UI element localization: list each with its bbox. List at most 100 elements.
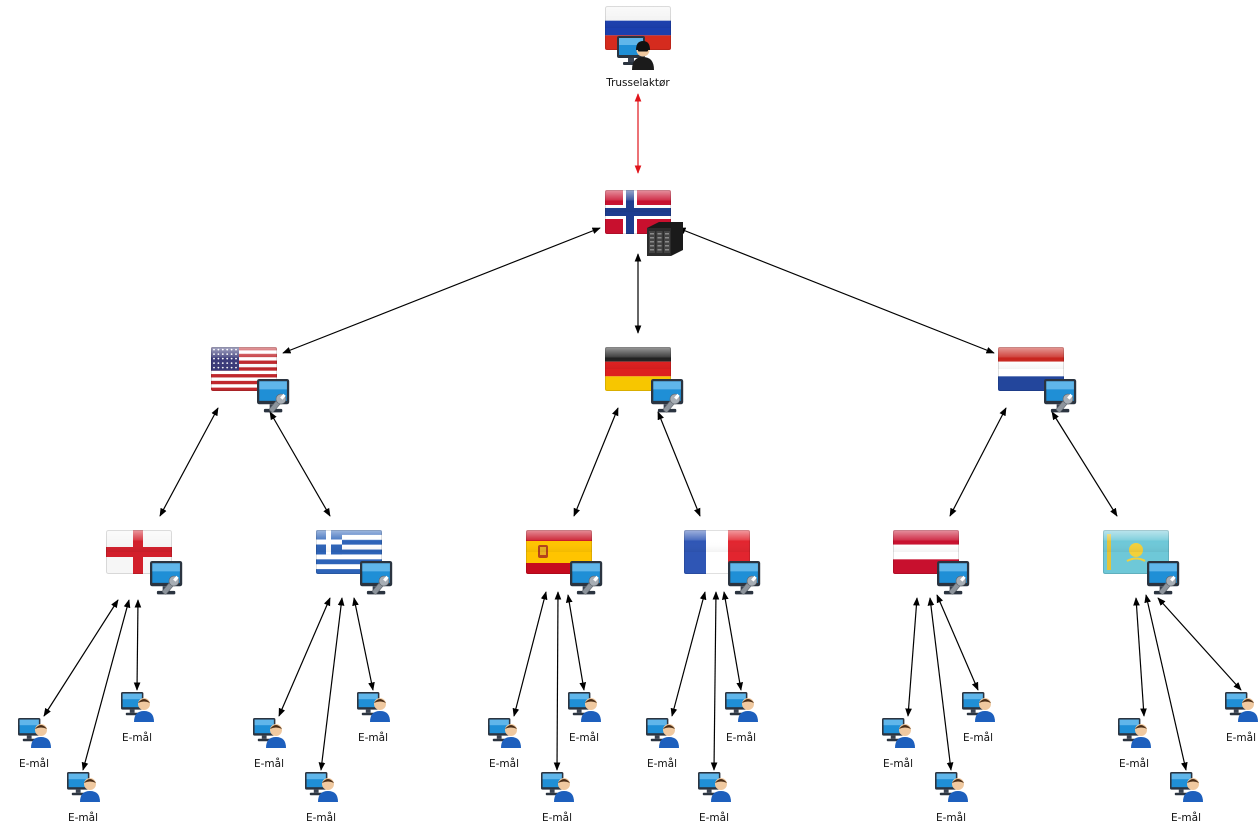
- target-label: E-mål: [1171, 811, 1201, 824]
- relay-node: [605, 347, 671, 391]
- network-link: [318, 597, 345, 771]
- managed-computer-icon: [570, 561, 603, 595]
- managed-computer-icon: [150, 561, 183, 595]
- target-node: E-mål: [698, 772, 731, 824]
- managed-computer-icon: [1147, 561, 1180, 595]
- target-node: E-mål: [646, 718, 679, 770]
- target-node: E-mål: [1118, 718, 1151, 770]
- target-node: E-mål: [1225, 692, 1258, 744]
- relay-node: [998, 347, 1064, 391]
- greece-flag-icon: [316, 530, 382, 574]
- user-computer-icon: [1225, 692, 1258, 722]
- relay-node: [893, 530, 959, 574]
- nodes: TrusselaktørE-målE-målE-målE-målE-målE-m…: [18, 6, 1258, 824]
- network-link: [657, 411, 701, 517]
- network-link: [269, 411, 331, 517]
- network-link: [159, 407, 219, 517]
- austria-flag-icon: [893, 530, 959, 574]
- target-node: E-mål: [121, 692, 154, 744]
- network-link: [565, 594, 587, 691]
- target-node: E-mål: [935, 772, 968, 824]
- user-computer-icon: [725, 692, 758, 722]
- user-computer-icon: [962, 692, 995, 722]
- target-label: E-mål: [1119, 757, 1149, 770]
- target-node: E-mål: [882, 718, 915, 770]
- network-link: [1157, 597, 1242, 691]
- managed-computer-icon: [937, 561, 970, 595]
- target-node: E-mål: [253, 718, 286, 770]
- managed-computer-icon: [1044, 379, 1077, 413]
- network-link: [282, 227, 601, 354]
- spain-flag-icon: [526, 530, 592, 574]
- target-node: E-mål: [18, 718, 51, 770]
- network-link: [1051, 411, 1118, 517]
- relay-node: [316, 530, 382, 574]
- target-node: E-mål: [357, 692, 390, 744]
- target-label: E-mål: [963, 731, 993, 744]
- target-label: E-mål: [542, 811, 572, 824]
- hacker-icon: [617, 36, 654, 70]
- user-computer-icon: [882, 718, 915, 748]
- managed-computer-icon: [360, 561, 393, 595]
- target-label: E-mål: [358, 731, 388, 744]
- user-computer-icon: [568, 692, 601, 722]
- managed-computer-icon: [257, 379, 290, 413]
- netherlands-flag-icon: [998, 347, 1064, 391]
- user-computer-icon: [935, 772, 968, 802]
- network-link: [927, 597, 954, 771]
- network-link: [936, 594, 979, 691]
- target-label: E-mål: [68, 811, 98, 824]
- user-computer-icon: [305, 772, 338, 802]
- network-link: [905, 597, 920, 717]
- user-computer-icon: [1118, 718, 1151, 748]
- network-link: [1144, 594, 1188, 771]
- target-label: E-mål: [19, 757, 49, 770]
- managed-computer-icon: [651, 379, 684, 413]
- network-link: [553, 591, 562, 771]
- target-node: E-mål: [1170, 772, 1203, 824]
- network-link: [949, 407, 1007, 517]
- hub-node: [605, 190, 671, 234]
- network-link: [677, 227, 995, 354]
- network-link: [278, 597, 331, 717]
- target-node: E-mål: [962, 692, 995, 744]
- network-link: [352, 597, 375, 691]
- threat-actor-label: Trusselaktør: [605, 77, 670, 89]
- target-label: E-mål: [883, 757, 913, 770]
- target-label: E-mål: [489, 757, 519, 770]
- user-computer-icon: [357, 692, 390, 722]
- network-link: [721, 591, 744, 691]
- target-node: E-mål: [67, 772, 100, 824]
- target-node: E-mål: [725, 692, 758, 744]
- network-link: [512, 591, 548, 717]
- user-computer-icon: [698, 772, 731, 802]
- target-label: E-mål: [699, 811, 729, 824]
- relay-node: [526, 530, 592, 574]
- target-node: E-mål: [541, 772, 574, 824]
- network-link: [81, 599, 131, 771]
- target-label: E-mål: [726, 731, 756, 744]
- network-link: [133, 599, 142, 691]
- target-label: E-mål: [647, 757, 677, 770]
- connections: [43, 93, 1242, 771]
- network-link: [43, 599, 119, 717]
- user-computer-icon: [488, 718, 521, 748]
- target-label: E-mål: [122, 731, 152, 744]
- norway-flag-icon: [605, 190, 671, 234]
- target-node: E-mål: [568, 692, 601, 744]
- managed-computer-icon: [728, 561, 761, 595]
- target-label: E-mål: [936, 811, 966, 824]
- network-link: [573, 407, 619, 517]
- target-label: E-mål: [1226, 731, 1256, 744]
- target-node: E-mål: [305, 772, 338, 824]
- user-computer-icon: [253, 718, 286, 748]
- user-computer-icon: [646, 718, 679, 748]
- user-computer-icon: [18, 718, 51, 748]
- target-node: E-mål: [488, 718, 521, 770]
- network-link: [1133, 597, 1147, 717]
- user-computer-icon: [121, 692, 154, 722]
- target-label: E-mål: [306, 811, 336, 824]
- user-computer-icon: [541, 772, 574, 802]
- network-link: [710, 591, 720, 771]
